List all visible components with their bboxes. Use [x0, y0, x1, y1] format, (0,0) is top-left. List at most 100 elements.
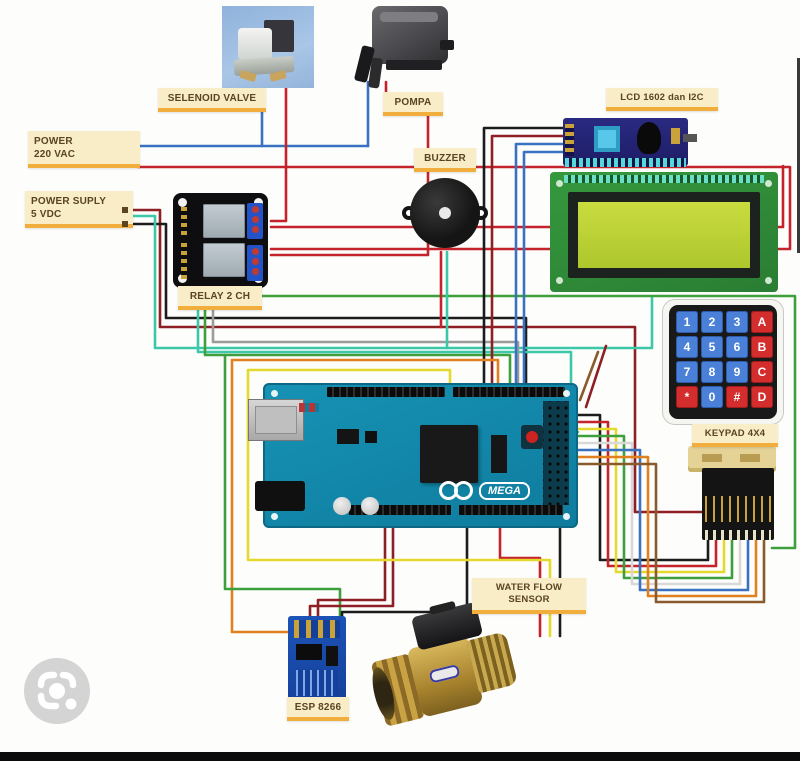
keypad-key-C: C — [751, 361, 773, 383]
i2c-bottom-pins — [565, 158, 686, 167]
relay-2 — [203, 243, 245, 277]
relay-module — [173, 193, 268, 288]
keypad-key-D: D — [751, 386, 773, 408]
arduino-logo: MEGA — [439, 481, 530, 500]
pump-outlet — [440, 40, 454, 50]
lcd-screen — [578, 202, 750, 268]
wire-keypad-orange — [576, 455, 758, 598]
top-pin-header — [327, 387, 445, 397]
wire-valve-live — [269, 84, 288, 223]
power-jack — [255, 481, 305, 511]
keypad-ribbon-connector — [688, 446, 776, 472]
keypad-key-A: A — [751, 311, 773, 333]
keypad-key-0: 0 — [701, 386, 723, 408]
wire-i2c-vcc — [490, 134, 568, 390]
arduino-mega-board: MEGA — [248, 383, 578, 528]
wire-keypad-blue — [576, 448, 750, 592]
esp-antenna — [296, 670, 338, 696]
keypad-key-4: 4 — [676, 336, 698, 358]
buzzer-hole — [439, 207, 451, 219]
i2c-capacitor — [637, 122, 661, 154]
wire-esp-red-1 — [316, 526, 387, 624]
arduino-logo-text: MEGA — [479, 481, 530, 500]
wire-keypad-yellow — [576, 427, 726, 574]
wire-i2c-gnd — [482, 126, 568, 390]
keypad-key-7: 7 — [676, 361, 698, 383]
label-relay-2ch: RELAY 2 CH — [178, 286, 262, 310]
keypad-key-6: 6 — [726, 336, 748, 358]
esp-pin-header — [294, 620, 340, 638]
wire-orange-bus — [230, 358, 500, 392]
google-lens-button[interactable] — [24, 658, 90, 724]
pump-stripe — [380, 12, 438, 22]
usb-port — [248, 399, 304, 441]
usb-chip — [337, 429, 359, 444]
i2c-tab — [683, 134, 697, 142]
label-power-220vac: POWER 220 VAC — [28, 131, 140, 168]
digital-pin-grid — [543, 401, 569, 505]
bottom-bar — [0, 752, 800, 761]
label-keypad-4x4: KEYPAD 4X4 — [692, 424, 778, 448]
bottom-pin-header — [459, 505, 563, 515]
atmega-chip — [420, 425, 478, 483]
small-chip — [491, 435, 507, 473]
wire-fan-brown — [578, 350, 600, 402]
wire-keypad-white — [576, 441, 742, 586]
wire-fan-darkred — [584, 344, 608, 409]
solenoid-body — [238, 28, 272, 60]
small-chip — [365, 431, 377, 443]
led-cluster — [299, 403, 319, 412]
keypad-key-3: 3 — [726, 311, 748, 333]
esp-flash-chip — [326, 646, 338, 666]
i2c-jumper — [671, 128, 680, 144]
relay-terminal-1 — [247, 203, 263, 239]
wire-relay-gray — [211, 286, 520, 392]
keypad-key-8: 8 — [701, 361, 723, 383]
label-buzzer: BUZZER — [414, 148, 476, 172]
top-pin-header — [453, 387, 565, 397]
relay-1 — [203, 204, 245, 238]
label-selenoid-valve: SELENOID VALVE — [158, 88, 266, 112]
i2c-left-pins — [565, 124, 574, 156]
i2c-potentiometer — [594, 126, 620, 152]
wire-esp-orange — [230, 358, 294, 634]
i2c-module — [563, 118, 697, 167]
relay-terminal-2 — [247, 245, 263, 281]
keypad-key-9: 9 — [726, 361, 748, 383]
label-water-flow-sensor: WATER FLOW SENSOR — [472, 578, 586, 614]
label-power-supply-5vdc: POWER SUPLY 5 VDC — [25, 191, 133, 228]
label-pin — [122, 221, 128, 227]
wire-i2c-scl — [522, 150, 568, 390]
pump-foot — [386, 60, 442, 70]
header-pin-tips — [705, 530, 771, 540]
keypad-key-*: * — [676, 386, 698, 408]
photo-edge-artifact — [797, 58, 800, 253]
label-pompa: POMPA — [383, 92, 443, 116]
keypad-key-#: # — [726, 386, 748, 408]
label-esp-8266: ESP 8266 — [287, 697, 349, 721]
label-lcd-1602-i2c: LCD 1602 dan I2C — [606, 88, 718, 112]
wire-ps-vcc — [126, 208, 704, 514]
wire-keypad-black — [576, 413, 710, 562]
pump-photo — [353, 2, 454, 89]
keypad-key-1: 1 — [676, 311, 698, 333]
wire-keypad-brown — [576, 462, 766, 604]
wire-ps-gnd — [126, 222, 528, 392]
keypad-key-2: 2 — [701, 311, 723, 333]
capacitor — [361, 497, 379, 515]
lcd-1602 — [550, 172, 778, 292]
label-pin — [122, 207, 128, 213]
esp-chip — [296, 644, 322, 660]
esp8266-module — [288, 616, 346, 702]
buzzer-component — [402, 178, 488, 252]
wire-keypad-red — [576, 420, 718, 568]
wire-relay-green — [203, 286, 512, 392]
wire-esp-red-2 — [308, 526, 395, 624]
keypad-key-5: 5 — [701, 336, 723, 358]
lens-icon — [24, 658, 90, 724]
header-pins — [705, 496, 771, 522]
wire-i2c-sda — [514, 142, 568, 390]
bottom-pin-header — [349, 505, 451, 515]
